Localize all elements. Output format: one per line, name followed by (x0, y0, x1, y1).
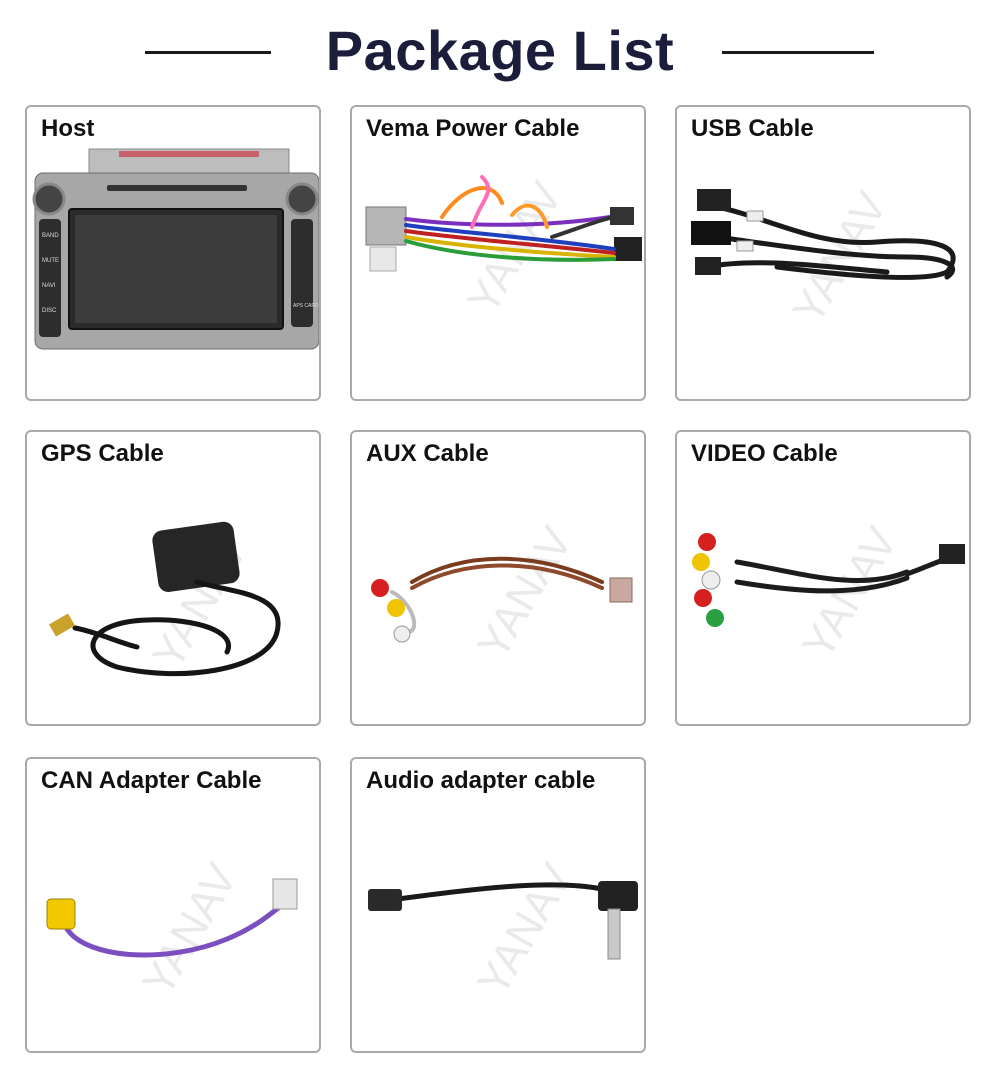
host-button-navi: NAVI (42, 283, 56, 289)
title-rule-right (722, 51, 874, 54)
antenna-socket-icon (368, 889, 402, 911)
host-button-aps-card: APS CARD (293, 303, 319, 309)
item-card-vema-power-cable: YANAV Vema Power Cable (350, 105, 646, 401)
host-unit-image: YANAV BAND MUTE NAVI DISC APS CARD (32, 148, 319, 350)
item-card-video-cable: YANAV VIDEO Cable (675, 430, 971, 726)
gps-cable-image: YANAV (48, 521, 281, 677)
host-button-disc: DISC (42, 308, 57, 314)
item-card-host: YANAV BAND MUTE NAVI DISC APS CARD Host (25, 105, 321, 401)
item-label: Audio adapter cable (366, 767, 596, 794)
rca-yellow-icon (387, 599, 405, 617)
tune-knob-icon (285, 182, 319, 216)
item-label: GPS Cable (41, 440, 164, 467)
item-card-can-adapter-cable: YANAV CAN Adapter Cable (25, 757, 321, 1053)
sma-connector-icon (48, 613, 76, 637)
item-card-gps-cable: YANAV GPS Cable (25, 430, 321, 726)
watermark-text: YANAV (133, 855, 247, 1004)
volume-knob-icon (32, 182, 66, 216)
watermark-text: YANAV (468, 518, 582, 667)
host-button-band: BAND (42, 233, 59, 239)
host-button-mute: MUTE (42, 258, 59, 264)
item-card-audio-adapter-cable: YANAV Audio adapter cable (350, 757, 646, 1053)
watermark-text: YANAV (468, 855, 582, 1004)
audio-adapter-cable-image: YANAV (368, 855, 638, 1004)
rca-red-icon (371, 579, 389, 597)
item-label: CAN Adapter Cable (41, 767, 262, 794)
page-title: Package List (325, 19, 675, 82)
aux-cable-image: YANAV (371, 518, 633, 667)
item-label: Host (41, 115, 95, 142)
power-cable-image: YANAV (365, 173, 642, 322)
item-label: Vema Power Cable (366, 115, 580, 142)
rca-white-icon (393, 625, 411, 643)
antenna-plug-icon (607, 908, 621, 960)
item-card-usb-cable: YANAV USB Cable (675, 105, 971, 401)
title-rule-left (145, 51, 271, 54)
usb-cable-image: YANAV (691, 183, 956, 332)
item-label: USB Cable (691, 115, 814, 142)
item-card-aux-cable: YANAV AUX Cable (350, 430, 646, 726)
gps-antenna-icon (152, 521, 240, 592)
rca-yellow-icon (46, 898, 76, 930)
item-label: VIDEO Cable (691, 440, 838, 467)
header: Package List (0, 0, 1000, 100)
video-cable-image: YANAV (692, 518, 965, 667)
item-label: AUX Cable (366, 440, 489, 467)
can-adapter-cable-image: YANAV (46, 855, 298, 1004)
